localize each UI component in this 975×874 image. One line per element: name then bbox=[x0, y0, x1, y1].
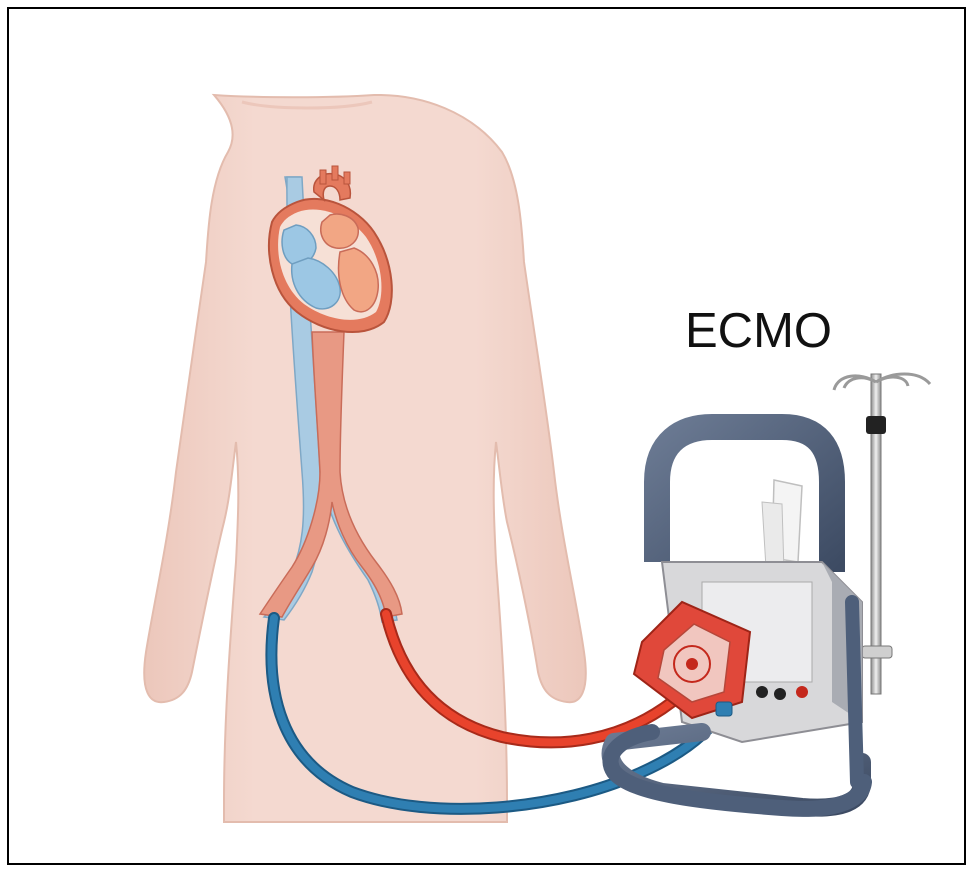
human-body-icon bbox=[144, 95, 586, 822]
figure-frame: ECMO bbox=[7, 7, 966, 865]
ecmo-diagram bbox=[9, 9, 966, 865]
ecmo-label: ECMO bbox=[685, 307, 832, 356]
ecmo-machine-icon bbox=[610, 427, 864, 809]
